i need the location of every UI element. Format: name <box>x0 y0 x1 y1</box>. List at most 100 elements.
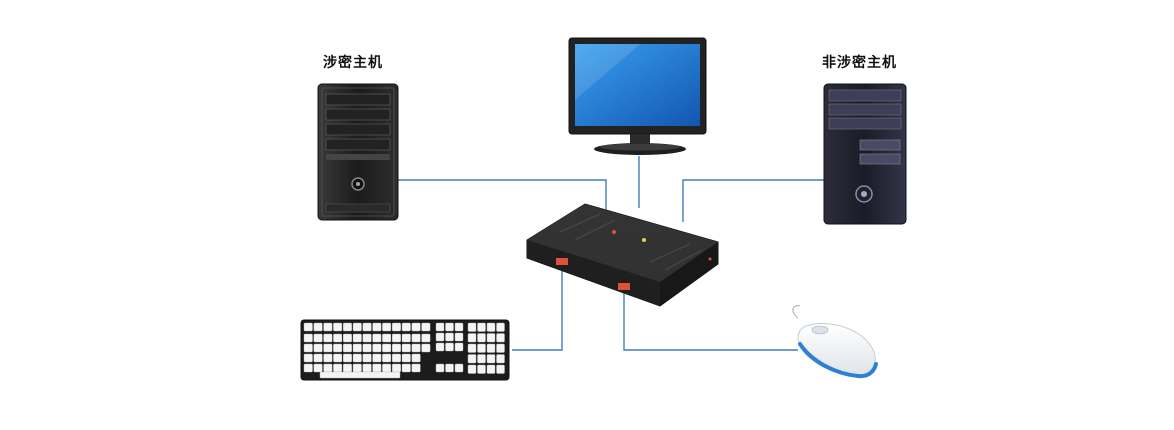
keyboard-key <box>343 322 352 332</box>
nonsecret-host-label: 非涉密主机 <box>822 55 897 71</box>
keyboard-key <box>496 364 505 374</box>
keyboard-key <box>303 333 313 343</box>
keyboard-key <box>486 354 496 364</box>
keyboard-key <box>362 322 372 332</box>
keyboard-key <box>467 322 477 332</box>
kvm-switch-icon <box>526 203 719 307</box>
keyboard-key <box>362 353 372 363</box>
keyboard-key <box>401 333 411 343</box>
keyboard-key <box>333 322 343 332</box>
keyboard-key <box>323 333 333 343</box>
keyboard-key <box>435 342 445 352</box>
keyboard-key <box>467 354 477 364</box>
keyboard-key <box>313 333 323 343</box>
keyboard-key <box>313 353 323 363</box>
keyboard-key <box>362 333 372 343</box>
usb-port-icon <box>556 258 568 265</box>
keyboard-key <box>362 343 372 353</box>
keyboard-key <box>435 363 445 373</box>
keyboard-key <box>313 322 323 332</box>
keyboard-key <box>333 353 343 363</box>
keyboard-key <box>421 343 431 353</box>
usb-port-icon <box>618 283 630 290</box>
keyboard-key <box>454 363 464 373</box>
secret-host-label: 涉密主机 <box>323 55 383 71</box>
keyboard-key <box>445 322 454 332</box>
keyboard-key <box>303 343 313 353</box>
keyboard-key <box>303 353 313 363</box>
mouse-icon <box>792 305 878 379</box>
keyboard-key <box>392 333 401 343</box>
keyboard-key <box>445 363 454 373</box>
keyboard-key <box>352 363 362 373</box>
keyboard-key <box>411 333 421 343</box>
keyboard-key <box>435 322 445 332</box>
keyboard-key <box>496 322 505 332</box>
keyboard-key <box>467 364 477 374</box>
keyboard-key <box>352 322 362 332</box>
keyboard-key <box>382 363 392 373</box>
keyboard-key <box>445 342 454 352</box>
keyboard-key <box>382 353 392 363</box>
led-red-icon <box>612 230 616 234</box>
keyboard-key <box>333 343 343 353</box>
keyboard-key <box>382 343 392 353</box>
keyboard-key <box>435 332 445 342</box>
keyboard-key <box>496 354 505 364</box>
keyboard-key <box>401 322 411 332</box>
keyboard-key <box>477 364 486 374</box>
keyboard-key <box>496 333 505 343</box>
keyboard-key <box>421 322 431 332</box>
keyboard-key <box>392 363 401 373</box>
keyboard-key <box>411 363 421 373</box>
keyboard-key <box>303 322 313 332</box>
keyboard-key <box>445 332 454 342</box>
keyboard-key <box>372 343 382 353</box>
keyboard-key <box>401 363 411 373</box>
desktop-tower-icon <box>823 83 907 225</box>
keyboard-key <box>352 343 362 353</box>
cable-keyboard <box>512 268 563 351</box>
keyboard-key <box>323 363 333 373</box>
keyboard-key <box>323 343 333 353</box>
keyboard-key <box>352 353 362 363</box>
keyboard-key <box>372 333 382 343</box>
keyboard-key <box>323 322 333 332</box>
keyboard-key <box>401 343 411 353</box>
keyboard-key <box>454 342 464 352</box>
cables <box>398 156 826 351</box>
keyboard-key <box>362 363 372 373</box>
keyboard-key <box>323 353 333 363</box>
keyboard-key <box>343 333 352 343</box>
keyboard-key <box>401 353 411 363</box>
keyboard-key <box>392 353 401 363</box>
keyboard-icon <box>300 319 510 381</box>
keyboard-key <box>372 322 382 332</box>
keyboard-key <box>303 363 313 373</box>
keyboard-key <box>333 363 343 373</box>
keyboard-key <box>486 364 496 374</box>
keyboard-key <box>313 343 323 353</box>
keyboard-key <box>333 333 343 343</box>
desktop-tower-icon <box>317 83 399 221</box>
keyboard-key <box>486 333 496 343</box>
keyboard-key <box>319 371 401 379</box>
keyboard-key <box>477 333 486 343</box>
keyboard-key <box>382 322 392 332</box>
keyboard-key <box>454 332 464 342</box>
monitor-icon <box>568 37 707 155</box>
cable-nonsecret-host <box>682 179 826 222</box>
keyboard-key <box>372 353 382 363</box>
cable-secret-host <box>398 179 607 212</box>
keyboard-key <box>496 343 505 353</box>
keyboard-key <box>392 343 401 353</box>
keyboard-key <box>392 322 401 332</box>
keyboard-key <box>477 322 486 332</box>
keyboard-key <box>372 363 382 373</box>
keyboard-key <box>313 363 323 373</box>
keyboard-key <box>411 343 421 353</box>
keyboard-key <box>343 363 352 373</box>
keyboard-key <box>467 343 477 353</box>
